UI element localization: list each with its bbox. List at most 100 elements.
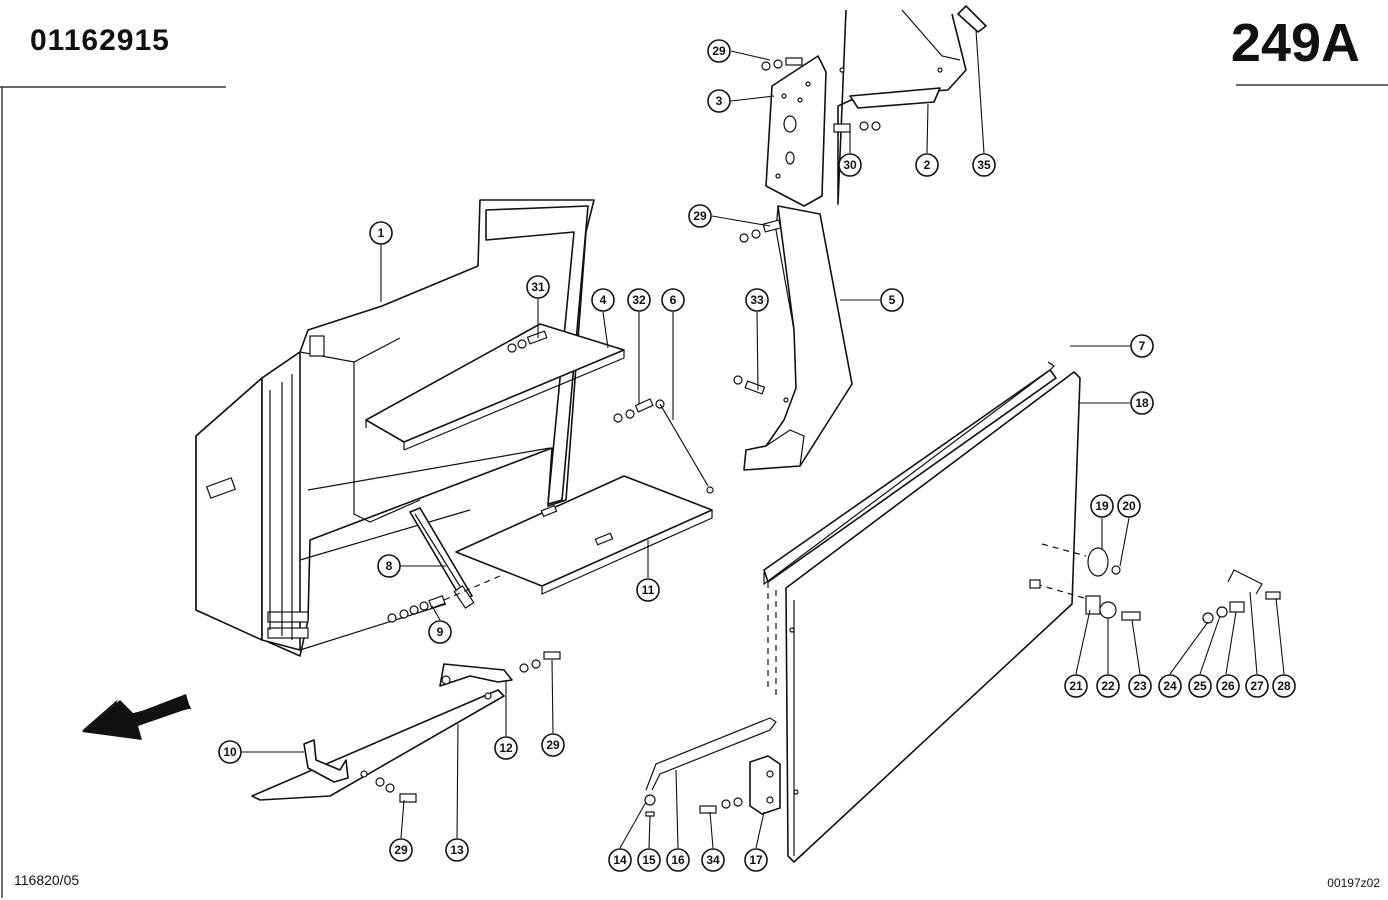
callout-10: 10	[218, 740, 242, 764]
leader-lines	[242, 29, 1285, 849]
callout-30: 30	[838, 153, 862, 177]
fastener-set-34	[699, 797, 743, 814]
svg-text:32: 32	[632, 293, 646, 307]
svg-text:21: 21	[1069, 679, 1083, 693]
svg-text:15: 15	[642, 853, 656, 867]
svg-text:17: 17	[749, 853, 763, 867]
callout-9: 9	[428, 620, 452, 644]
svg-text:7: 7	[1139, 339, 1146, 353]
svg-text:5: 5	[889, 293, 896, 307]
svg-text:10: 10	[223, 745, 237, 759]
callout-1: 1	[369, 221, 393, 245]
slotted-strap-part	[409, 507, 475, 609]
upper-side-panel-part	[837, 9, 967, 205]
direction-arrow-icon	[82, 694, 192, 740]
svg-text:28: 28	[1277, 679, 1291, 693]
latch-hardware-group	[1029, 543, 1281, 624]
strip-part-35	[957, 5, 987, 33]
callout-25: 25	[1188, 674, 1212, 698]
svg-text:3: 3	[716, 94, 723, 108]
bracket-part-12	[439, 663, 513, 687]
callout-4: 4	[591, 288, 615, 312]
svg-text:4: 4	[600, 293, 607, 307]
callout-29-top: 29	[707, 39, 731, 63]
callout-27: 27	[1245, 674, 1269, 698]
fastener-set-30	[833, 121, 881, 133]
svg-text:34: 34	[706, 853, 720, 867]
hinge-rod-part-16	[645, 717, 777, 791]
svg-text:1: 1	[378, 226, 385, 240]
svg-text:2: 2	[924, 158, 931, 172]
callout-14: 14	[608, 848, 632, 872]
svg-text:29: 29	[394, 843, 408, 857]
callout-33: 33	[745, 288, 769, 312]
svg-text:26: 26	[1221, 679, 1235, 693]
callout-34: 34	[701, 848, 725, 872]
callout-18: 18	[1130, 391, 1154, 415]
callout-29-lower-right: 29	[541, 733, 565, 757]
callout-24: 24	[1158, 674, 1182, 698]
callout-29-lower-left: 29	[389, 838, 413, 862]
callout-11: 11	[636, 578, 660, 602]
footer-left-code: 116820/05	[14, 872, 80, 888]
vertical-bracket-part	[743, 205, 853, 471]
callout-32: 32	[627, 288, 651, 312]
svg-text:31: 31	[531, 280, 545, 294]
callout-19: 19	[1090, 494, 1114, 518]
fastener-row-9	[387, 575, 501, 623]
fastener-set-29-lower-left	[375, 777, 417, 803]
callout-3: 3	[707, 89, 731, 113]
svg-text:27: 27	[1250, 679, 1264, 693]
svg-text:25: 25	[1193, 679, 1207, 693]
callout-31: 31	[526, 275, 550, 299]
part-number: 01162915	[30, 24, 170, 57]
fastener-set-29-lower-right	[519, 651, 561, 673]
callout-26: 26	[1216, 674, 1240, 698]
svg-text:23: 23	[1133, 679, 1147, 693]
svg-text:29: 29	[546, 738, 560, 752]
lower-tray-part	[455, 475, 713, 595]
svg-text:35: 35	[977, 158, 991, 172]
svg-text:24: 24	[1163, 679, 1177, 693]
callout-29-middle: 29	[688, 204, 712, 228]
svg-text:12: 12	[499, 741, 513, 755]
small-bracket-part-10	[303, 739, 349, 783]
callout-15: 15	[637, 848, 661, 872]
callout-6: 6	[661, 288, 685, 312]
callout-2: 2	[915, 153, 939, 177]
callout-16: 16	[666, 848, 690, 872]
page-label: 249A	[1230, 13, 1360, 73]
hinge-rod-part	[763, 361, 1055, 586]
callout-21: 21	[1064, 674, 1088, 698]
svg-text:8: 8	[386, 559, 393, 573]
svg-text:22: 22	[1101, 679, 1115, 693]
fastener-set-14-15	[644, 794, 656, 817]
fastener-set-33	[733, 375, 766, 395]
svg-text:16: 16	[671, 853, 685, 867]
callout-17: 17	[744, 848, 768, 872]
callout-8: 8	[377, 554, 401, 578]
svg-text:13: 13	[450, 843, 464, 857]
callout-13: 13	[445, 838, 469, 862]
svg-text:9: 9	[437, 625, 444, 639]
bracket-plate-part	[765, 55, 827, 207]
fastener-set-29-middle	[739, 219, 782, 243]
svg-text:19: 19	[1095, 499, 1109, 513]
header-rules	[0, 84, 1388, 898]
svg-text:14: 14	[613, 853, 627, 867]
callout-35: 35	[972, 153, 996, 177]
fastener-set-32	[613, 398, 654, 423]
svg-text:6: 6	[670, 293, 677, 307]
fastener-set-31	[507, 330, 548, 353]
rod-part-6	[655, 399, 714, 494]
svg-text:20: 20	[1122, 499, 1136, 513]
hinge-bracket-part-17	[749, 755, 781, 815]
callout-7: 7	[1130, 334, 1154, 358]
svg-text:30: 30	[843, 158, 857, 172]
callout-28: 28	[1272, 674, 1296, 698]
callout-5: 5	[880, 288, 904, 312]
callout-12: 12	[494, 736, 518, 760]
svg-text:33: 33	[750, 293, 764, 307]
